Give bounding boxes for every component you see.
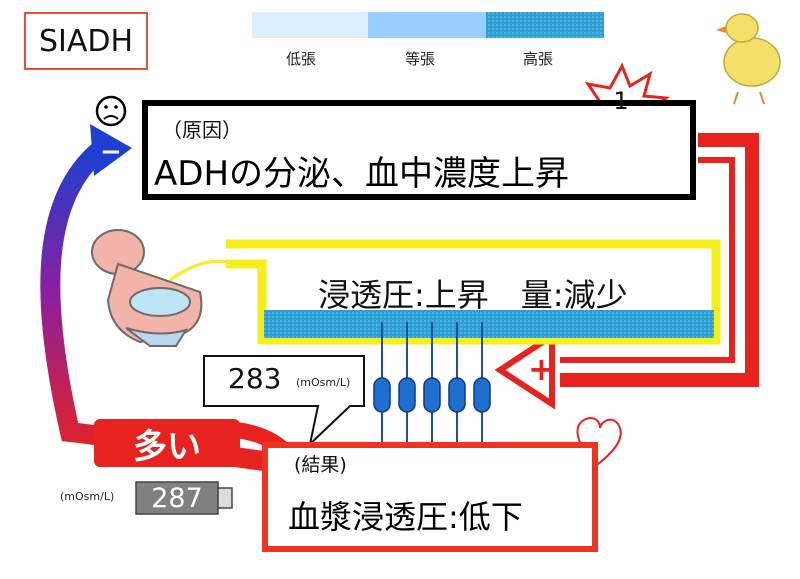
aquaporin-capsule [423, 377, 441, 413]
result-label: (結果) [294, 454, 347, 476]
negative-arrow-head [90, 124, 132, 176]
negative-feedback-sign: − [100, 137, 122, 167]
aquaporin-capsule [373, 377, 391, 413]
meter-unit: (mOsm/L) [60, 490, 115, 503]
urine-volume-label: 多い [133, 426, 201, 467]
speech-bubble [203, 355, 365, 447]
aquaporin-capsule [448, 377, 466, 413]
positive-arrow-head [494, 330, 555, 410]
scale-hypertonic-bar [486, 12, 604, 38]
aquaporin-capsule [473, 377, 491, 413]
meter-value: 287 [151, 482, 203, 514]
collecting-duct-wall [264, 310, 714, 338]
scale-label-hypertonic: 高張 [523, 50, 554, 68]
chick-mascot-icon [716, 13, 781, 105]
urine-volume-badge [94, 419, 240, 467]
result-box: (結果) 血漿浸透圧:低下 [262, 442, 598, 552]
toilet-icon [91, 229, 227, 347]
urine-status-text: 浸透圧:上昇 量:減少 [318, 276, 628, 314]
osmometer-cap [217, 487, 233, 509]
page-title: SIADH [24, 12, 148, 70]
result-text: 血漿浸透圧:低下 [288, 498, 523, 536]
positive-feedback-sign: + [528, 350, 555, 388]
cause-text: ADHの分泌、血中濃度上昇 [154, 154, 570, 194]
scale-label-hypotonic: 低張 [286, 50, 317, 68]
step-number: 1 [613, 87, 629, 115]
sad-face-icon [95, 95, 127, 127]
cause-label: （原因） [162, 118, 242, 142]
scale-hypotonic-bar [252, 12, 368, 38]
scale-isotonic-bar [368, 12, 486, 38]
scale-label-isotonic: 等張 [405, 50, 436, 68]
bubble-osmolality-value: 283 [228, 362, 282, 395]
bubble-osmolality-unit: (mOsm/L) [296, 376, 351, 389]
stimulus-loop-outer [560, 133, 759, 387]
aquaporin-capsule [398, 377, 416, 413]
osmometer-body [135, 481, 219, 515]
stimulus-loop-inner [560, 157, 735, 363]
cause-box: （原因） ADHの分泌、血中濃度上昇 [142, 100, 696, 200]
tubule-duct [226, 239, 721, 345]
